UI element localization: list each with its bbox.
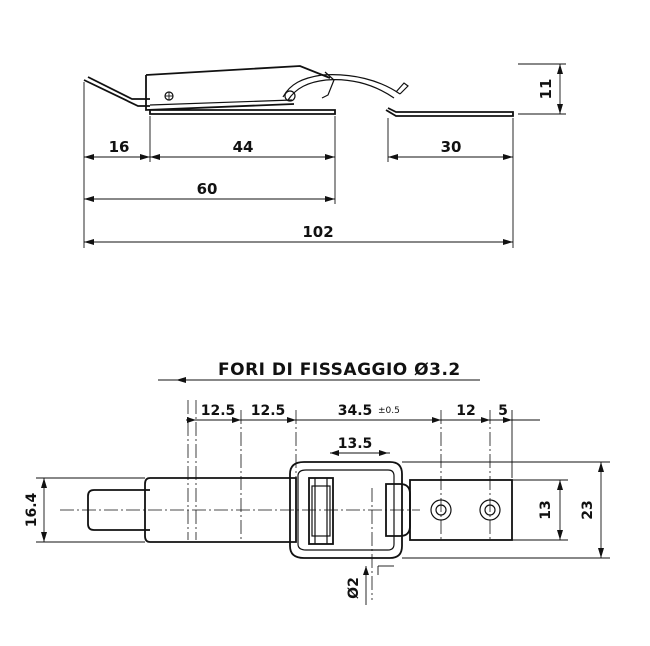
side-view: 16 44 30 60 102 11 — [83, 63, 566, 248]
dim-pin-diameter: Ø2 — [346, 577, 362, 599]
lever-edge — [149, 99, 293, 106]
lever-body — [145, 65, 336, 115]
dim-13-5: 13.5 — [338, 436, 373, 452]
dim-44: 44 — [233, 138, 254, 156]
housing-frame — [289, 461, 403, 559]
top-view: FORI DI FISSAGGIO Ø3.2 — [24, 360, 610, 605]
keeper-plate — [385, 107, 514, 117]
dim-102: 102 — [302, 223, 333, 241]
dim-34-5-tolerance: ±0.5 — [378, 406, 400, 416]
dim-16-4: 16.4 — [24, 492, 40, 527]
dim-12-5-b: 12.5 — [251, 403, 286, 419]
dim-16: 16 — [109, 138, 130, 156]
dim-23: 23 — [580, 500, 596, 519]
dim-11: 11 — [537, 79, 555, 100]
roller — [308, 477, 334, 545]
dim-12-5-a: 12.5 — [201, 403, 236, 419]
dim-30: 30 — [441, 138, 462, 156]
dim-60: 60 — [197, 180, 218, 198]
dim-13: 13 — [538, 500, 554, 519]
left-tab-outline — [83, 76, 150, 107]
dim-34-5: 34.5 — [338, 403, 373, 419]
mounting-holes-title: FORI DI FISSAGGIO Ø3.2 — [218, 360, 461, 380]
dim-12: 12 — [456, 403, 475, 419]
barrel — [144, 477, 297, 543]
wire-bail — [282, 74, 401, 101]
bail-pivot — [284, 90, 296, 102]
dim-5: 5 — [498, 403, 508, 419]
keeper-plate-top — [409, 479, 513, 541]
plunger-rod — [87, 489, 150, 531]
